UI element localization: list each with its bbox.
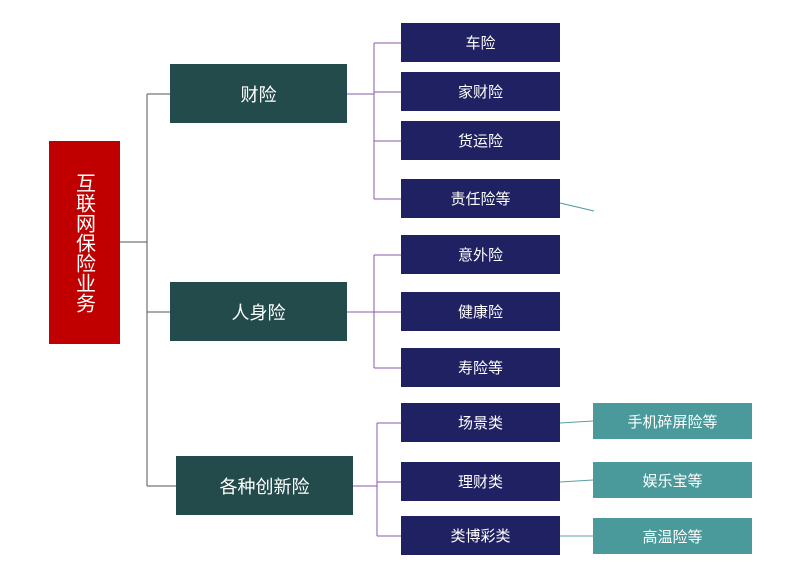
extra-node: 高温险等 [593,518,752,554]
category-property-insurance: 财险 [170,64,347,123]
root-connectors [120,93,176,487]
category-life-insurance: 人身险 [170,282,347,341]
leaf-node: 意外险 [401,235,560,274]
leaf-node: 理财类 [401,462,560,501]
extra-label: 高温险等 [642,527,703,546]
leaf-node: 家财险 [401,72,560,111]
leaf-label: 健康险 [457,303,503,321]
category-label: 人身险 [231,302,286,324]
leaf-label: 场景类 [457,414,503,432]
extra-label: 娱乐宝等 [642,471,703,490]
root-node: 互联网保险业务 [49,141,120,344]
leaf-node: 健康险 [401,292,560,331]
leaf-label: 家财险 [457,83,503,101]
leaf-label: 理财类 [457,473,503,491]
leaf-node: 场景类 [401,403,560,442]
leaf-node: 寿险等 [401,348,560,387]
category-innovative-insurance: 各种创新险 [176,456,353,515]
extra-node: 娱乐宝等 [593,462,752,498]
branch-connectors-cat2 [347,254,401,369]
extra-connectors [559,420,594,537]
category-label: 财险 [240,84,277,106]
leaf-label: 车险 [465,34,496,52]
leaf-label: 寿险等 [457,359,503,377]
extra-node: 手机碎屏险等 [593,403,752,439]
category-label: 各种创新险 [219,476,310,498]
leaf-node: 车险 [401,23,560,62]
leaf-label: 货运险 [457,132,503,150]
branch-connectors-cat1 [347,42,401,200]
branch-connectors-cat3 [353,422,401,537]
stray-line [559,202,595,212]
extra-label: 手机碎屏险等 [627,412,718,431]
leaf-node: 类博彩类 [401,516,560,555]
leaf-label: 责任险等 [450,190,511,208]
leaf-node: 责任险等 [401,179,560,218]
leaf-label: 类博彩类 [450,527,511,545]
leaf-node: 货运险 [401,121,560,160]
leaf-label: 意外险 [457,246,503,264]
root-label: 互联网保险业务 [72,172,97,313]
